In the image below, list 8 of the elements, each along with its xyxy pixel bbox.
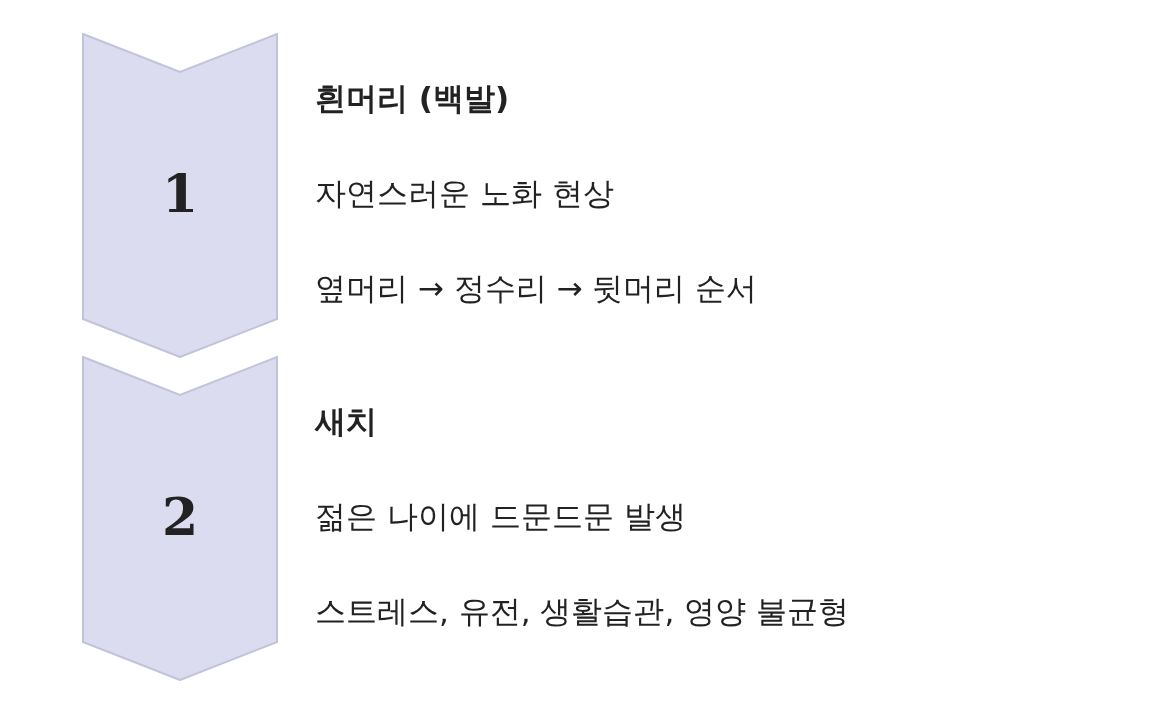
step-heading: 새치 (315, 402, 377, 441)
step-number: 2 (160, 486, 200, 547)
step-number: 1 (160, 163, 200, 224)
step-description: 옆머리 → 정수리 → 뒷머리 순서 (315, 269, 758, 308)
step-description: 젊은 나이에 드문드문 발생 (315, 497, 686, 536)
step-description: 자연스러운 노화 현상 (315, 174, 614, 213)
step-heading: 흰머리 (백발) (315, 79, 510, 118)
step-description: 스트레스, 유전, 생활습관, 영양 불균형 (315, 592, 849, 631)
